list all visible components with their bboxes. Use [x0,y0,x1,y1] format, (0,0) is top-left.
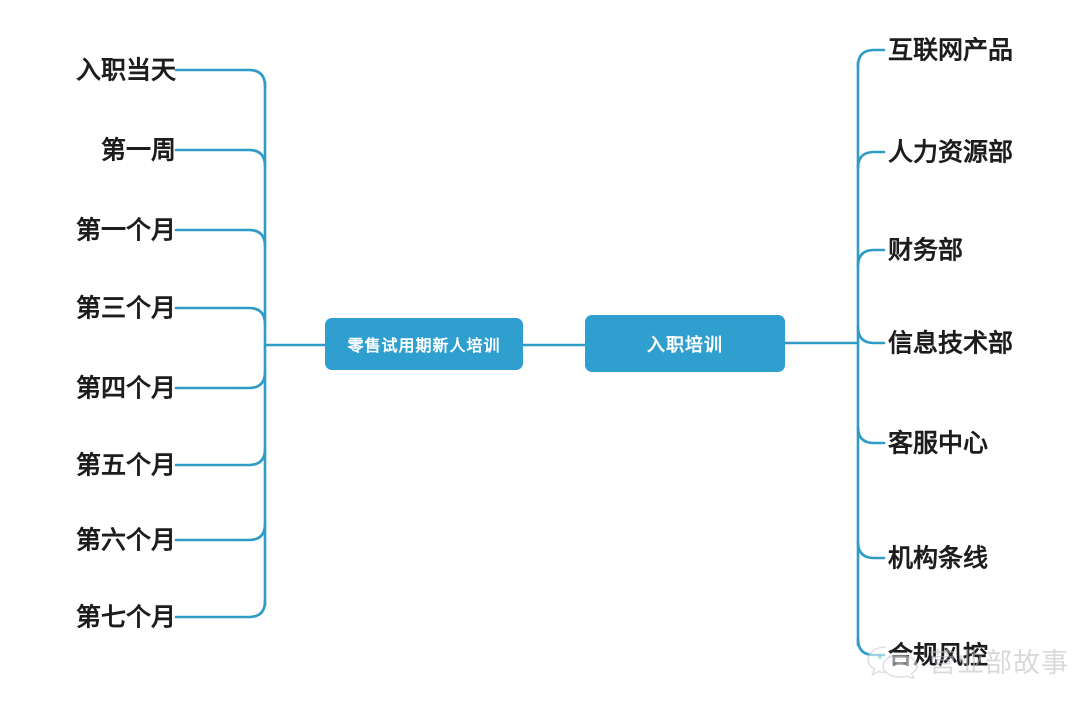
root-node-retail-probation-training[interactable]: 零售试用期新人培训 [325,318,523,370]
left-leaf-4[interactable]: 第三个月 [75,293,176,323]
child-node-onboarding-training[interactable]: 入职培训 [585,315,785,372]
right-leaf-4[interactable]: 信息技术部 [888,328,1014,358]
watermark: 营业部故事 [866,641,1069,680]
left-leaf-3[interactable]: 第一个月 [75,215,176,245]
right-leaf-2[interactable]: 人力资源部 [888,137,1014,167]
watermark-text: 营业部故事 [929,648,1069,679]
root-node-label: 零售试用期新人培训 [347,336,501,355]
right-leaf-1[interactable]: 互联网产品 [888,35,1014,65]
right-leaf-3[interactable]: 财务部 [888,235,964,265]
left-leaf-2[interactable]: 第一周 [100,135,176,165]
left-leaf-7[interactable]: 第六个月 [75,525,176,555]
left-leaf-8[interactable]: 第七个月 [75,602,176,632]
left-leaf-6[interactable]: 第五个月 [75,450,176,480]
left-leaf-1[interactable]: 入职当天 [75,55,176,85]
wechat-bubbles-icon [867,645,918,679]
child-node-label: 入职培训 [647,334,723,356]
left-leaf-5[interactable]: 第四个月 [75,373,176,403]
right-leaf-6[interactable]: 机构条线 [888,543,989,573]
right-leaf-5[interactable]: 客服中心 [888,428,989,458]
